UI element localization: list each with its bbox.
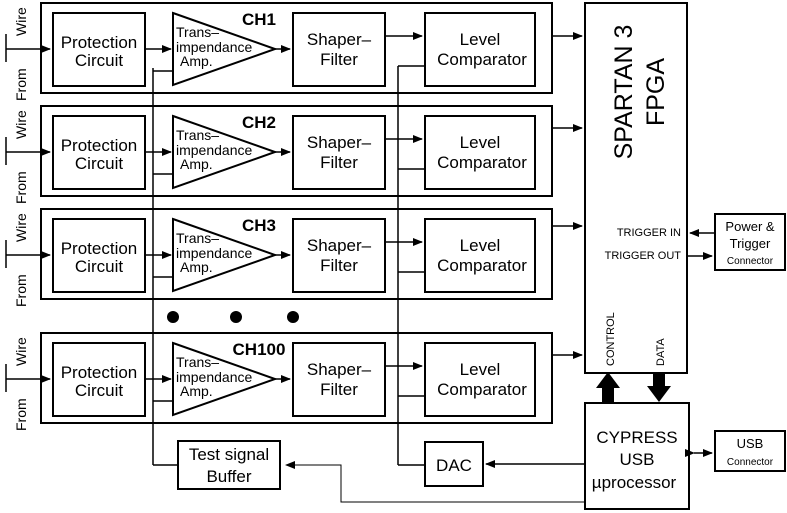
shaper-filter-block xyxy=(292,115,386,190)
cypress-to-buffer-line xyxy=(285,461,585,503)
comparator-label-1: Level xyxy=(460,30,501,49)
protection-label-2: Circuit xyxy=(75,154,123,173)
transimpedance-amp xyxy=(172,11,279,87)
wire-label: Wire xyxy=(13,7,29,36)
protection-label-1: Protection xyxy=(61,363,138,382)
shaper-label-2: Filter xyxy=(320,380,358,399)
amp-label-1: Trans– xyxy=(176,354,219,370)
trigger-in-label: TRIGGER IN xyxy=(617,227,681,239)
svg-text:USB: USB xyxy=(620,450,655,469)
from-label: From xyxy=(13,274,29,307)
svg-text:µprocessor: µprocessor xyxy=(592,473,677,492)
data-bus-arrow xyxy=(647,373,671,402)
level-comparator-block xyxy=(424,342,536,417)
cypress-usb-block: CYPRESS USB µprocessor xyxy=(584,402,690,510)
amp-label-1: Trans– xyxy=(176,24,219,40)
amp-label-2: impendance xyxy=(176,39,252,55)
svg-text:Buffer: Buffer xyxy=(206,467,251,486)
comparator-label-2: Comparator xyxy=(437,380,527,399)
comparator-label-1: Level xyxy=(460,360,501,379)
from-label: From xyxy=(13,398,29,431)
svg-text:Test signal: Test signal xyxy=(189,445,269,464)
shaper-label-1: Shaper– xyxy=(307,236,372,255)
amp-label-2: impendance xyxy=(176,142,252,158)
wire-label: Wire xyxy=(13,337,29,366)
from-label: From xyxy=(13,68,29,101)
channel-name: CH2 xyxy=(242,113,276,132)
transimpedance-amp xyxy=(172,114,279,190)
shaper-filter-block xyxy=(292,218,386,293)
amp-label-2: impendance xyxy=(176,245,252,261)
shaper-label-2: Filter xyxy=(320,153,358,172)
svg-text:Connector: Connector xyxy=(727,457,774,468)
shaper-label-1: Shaper– xyxy=(307,30,372,49)
protection-label-1: Protection xyxy=(61,136,138,155)
control-bus-arrow xyxy=(596,372,620,403)
shaper-label-1: Shaper– xyxy=(307,360,372,379)
transimpedance-amp xyxy=(172,341,279,417)
dac-block: DAC xyxy=(424,441,484,487)
wire-label: Wire xyxy=(13,213,29,242)
amp-label-3: Amp. xyxy=(180,156,213,172)
ellipsis-dots xyxy=(167,311,299,323)
amp-label-3: Amp. xyxy=(180,383,213,399)
amp-label-1: Trans– xyxy=(176,230,219,246)
protection-circuit-block xyxy=(52,218,146,293)
svg-text:Connector: Connector xyxy=(727,256,774,267)
amp-label-3: Amp. xyxy=(180,53,213,69)
comparator-label-2: Comparator xyxy=(437,153,527,172)
shaper-filter-block xyxy=(292,12,386,87)
comparator-label-2: Comparator xyxy=(437,256,527,275)
protection-circuit-block xyxy=(52,342,146,417)
svg-text:CYPRESS: CYPRESS xyxy=(596,428,677,447)
protection-label-1: Protection xyxy=(61,33,138,52)
channel-name: CH1 xyxy=(242,10,276,29)
amp-label-1: Trans– xyxy=(176,127,219,143)
power-trigger-connector: Power & Trigger Connector xyxy=(714,213,786,271)
trigger-out-label: TRIGGER OUT xyxy=(605,250,682,262)
test-signal-buffer: Test signal Buffer xyxy=(177,440,281,490)
channel-name: CH3 xyxy=(242,216,276,235)
level-comparator-block xyxy=(424,12,536,87)
comparator-label-2: Comparator xyxy=(437,50,527,69)
protection-label-2: Circuit xyxy=(75,51,123,70)
transimpedance-amp xyxy=(172,217,279,293)
protection-label-2: Circuit xyxy=(75,257,123,276)
channel-name: CH100 xyxy=(233,340,286,359)
fpga-title: SPARTAN 3 xyxy=(610,25,638,160)
protection-circuit-block xyxy=(52,12,146,87)
svg-text:Trigger: Trigger xyxy=(730,236,771,251)
protection-label-1: Protection xyxy=(61,239,138,258)
comparator-label-1: Level xyxy=(460,236,501,255)
data-label: DATA xyxy=(655,338,667,366)
level-comparator-block xyxy=(424,218,536,293)
shaper-label-2: Filter xyxy=(320,256,358,275)
fpga-subtitle: FPGA xyxy=(642,58,670,126)
control-label: CONTROL xyxy=(605,312,617,366)
comparator-label-1: Level xyxy=(460,133,501,152)
level-comparator-block xyxy=(424,115,536,190)
usb-connector: USB Connector xyxy=(714,430,786,472)
svg-text:DAC: DAC xyxy=(436,456,472,475)
shaper-filter-block xyxy=(292,342,386,417)
from-label: From xyxy=(13,171,29,204)
protection-circuit-block xyxy=(52,115,146,190)
shaper-label-2: Filter xyxy=(320,50,358,69)
svg-text:USB: USB xyxy=(737,436,764,451)
amp-label-3: Amp. xyxy=(180,259,213,275)
wire-label: Wire xyxy=(13,110,29,139)
amp-label-2: impendance xyxy=(176,369,252,385)
svg-text:Power &: Power & xyxy=(725,219,774,234)
protection-label-2: Circuit xyxy=(75,381,123,400)
shaper-label-1: Shaper– xyxy=(307,133,372,152)
fpga-block: SPARTAN 3 FPGA TRIGGER IN TRIGGER OUT CO… xyxy=(584,2,688,374)
